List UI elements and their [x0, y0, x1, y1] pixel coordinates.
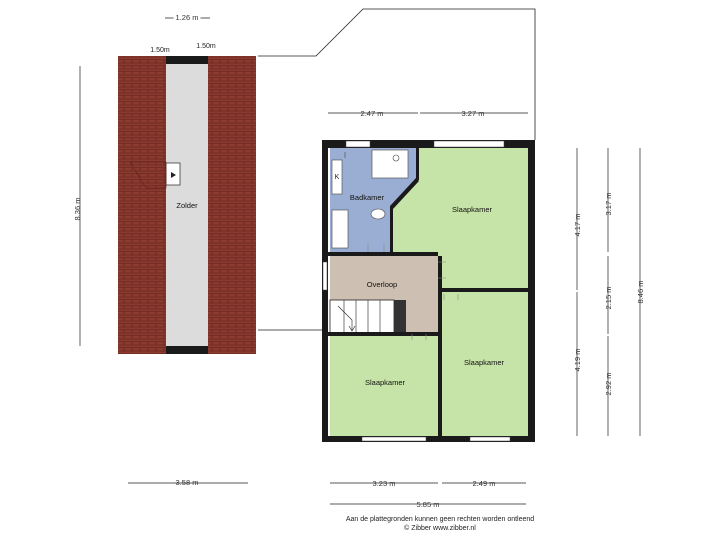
attic-connector-top: [258, 8, 536, 140]
attic-dimensions: 1.26 m 1.50m 1.50m 8.36 m 3.58 m: [73, 13, 248, 487]
doors: [367, 244, 459, 340]
room-label-slaapkamer-se: Slaapkamer: [464, 358, 505, 367]
main-floor: K: [322, 140, 535, 442]
dim-attic-left-strip: 1.50m: [150, 47, 170, 54]
dim-right-lower: 4.19 m: [573, 349, 582, 372]
dim-bottom-left: 3.23 m: [373, 479, 396, 488]
room-label-slaapkamer-ne: Slaapkamer: [452, 205, 493, 214]
dim-top-left: 2.47 m: [361, 109, 384, 118]
disclaimer-text: Aan de plattegronden kunnen geen rechten…: [345, 516, 535, 523]
main-dimension-labels: 2.47 m 3.27 m 4.17 m 4.19 m 3.17 m 2.15 …: [361, 109, 645, 509]
dim-attic-right-strip: 1.50m: [196, 43, 216, 50]
k-label: K: [335, 174, 340, 181]
toilet: [370, 208, 386, 220]
shower: [371, 149, 409, 179]
bath-sink-unit: [331, 209, 349, 249]
attic: Zolder: [118, 56, 256, 354]
dim-bottom-right: 2.49 m: [473, 479, 496, 488]
dim-right2-lower: 2.92 m: [604, 373, 613, 396]
room-label-overloop: Overloop: [367, 280, 397, 289]
room-label-slaapkamer-sw: Slaapkamer: [365, 378, 406, 387]
dim-attic-top: 1.26 m: [176, 13, 199, 22]
roof-right: [208, 56, 256, 354]
dim-attic-bottom: 3.58 m: [176, 478, 199, 487]
shower-head-icon: [392, 154, 400, 162]
attic-wall-bottom: [166, 346, 208, 354]
roof-left: [118, 56, 166, 354]
room-slaapkamer-se: [442, 292, 528, 436]
attic-floor: [166, 56, 208, 354]
dormer-outline: [129, 161, 167, 189]
dim-right2-mid: 2.15 m: [604, 287, 613, 310]
staircase: [329, 299, 406, 335]
copyright-text: © Zibber www.zibber.nl: [404, 525, 476, 532]
attic-wall-top: [166, 56, 208, 64]
room-slaapkamer-sw: [330, 336, 440, 436]
dim-top-right: 3.27 m: [462, 109, 485, 118]
main-dimensions: [328, 112, 641, 505]
dim-attic-height: 8.36 m: [73, 198, 82, 221]
room-label-badkamer: Badkamer: [350, 193, 385, 202]
hatch-arrow-icon: [171, 172, 176, 178]
windows: [322, 140, 511, 442]
bath-cabinet: [331, 159, 343, 195]
dim-right-upper: 4.17 m: [573, 214, 582, 237]
dim-right2-upper: 3.17 m: [604, 193, 613, 216]
dim-bottom-total: 5.85 m: [417, 500, 440, 509]
dim-right-total: 8.46 m: [636, 281, 645, 304]
room-label-zolder: Zolder: [176, 201, 198, 210]
